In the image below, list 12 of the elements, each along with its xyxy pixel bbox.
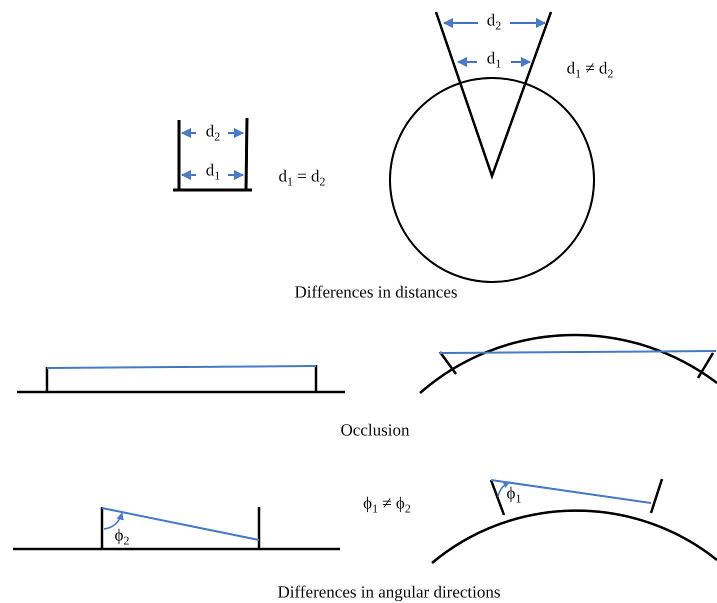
caption: Occlusion [340,422,410,438]
math-label: ϕ$_{1}$ ≠ ϕ$_{2}$ [363,494,411,516]
math-label: d$_{2}$ [486,11,502,33]
caption: Differences in distances [294,284,458,300]
math-label: d$_{1}$ = d$_{2}$ [278,167,326,189]
caption: Differences in angular directions [278,584,500,600]
math-label: d$_{2}$ [206,122,220,144]
math-label: d$_{1}$ [486,49,502,71]
math-label: d$_{1}$ [206,161,220,183]
math-label: d$_{1}$ ≠ d$_{2}$ [566,59,614,81]
math-label: ϕ$_{1}$ [506,484,522,506]
math-label: ϕ$_{2}$ [114,526,130,548]
